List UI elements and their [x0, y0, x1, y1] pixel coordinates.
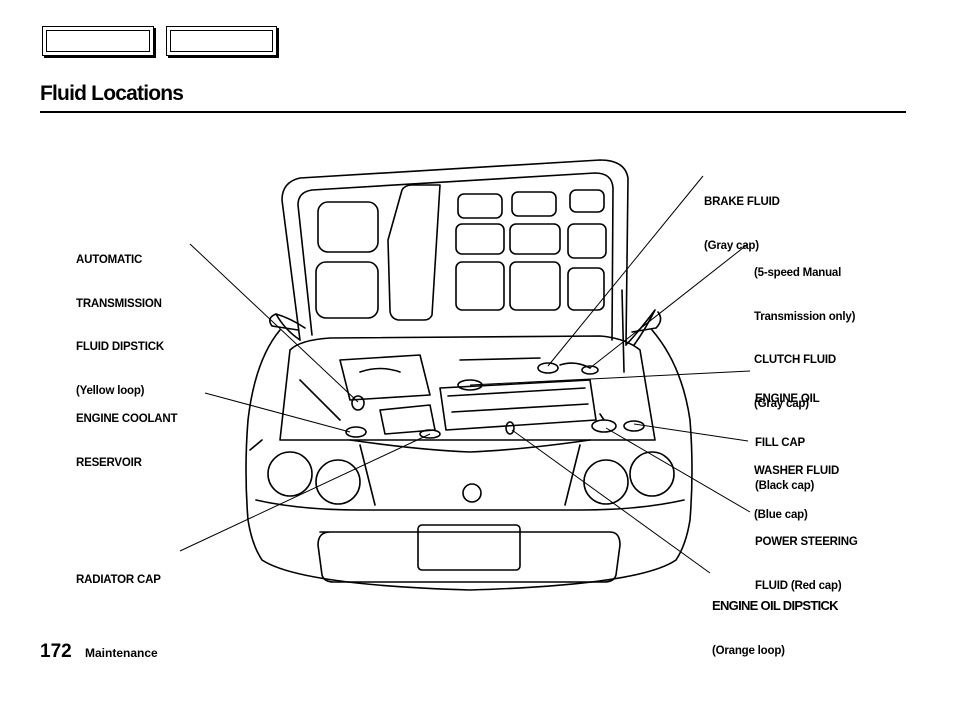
label-line: (Gray cap) [754, 397, 809, 410]
label-line: (Gray cap) [704, 239, 759, 252]
car-body-outline [245, 329, 693, 591]
label-automatic-transmission: AUTOMATIC TRANSMISSION FLUID DIPSTICK (Y… [76, 224, 164, 413]
label-power-steering: POWER STEERING FLUID (Red cap) [755, 506, 858, 608]
page-number: 172 [40, 641, 72, 662]
page-title: Fluid Locations [40, 82, 184, 105]
next-page-button[interactable] [166, 26, 277, 56]
leader-power-steering [605, 427, 751, 513]
leader-engine-coolant [204, 392, 351, 433]
label-line: FLUID (Red cap) [755, 579, 842, 592]
previous-page-button[interactable] [42, 26, 154, 56]
label-line: FILL CAP [755, 436, 805, 449]
label-brake-fluid: BRAKE FLUID (Gray cap) [704, 166, 780, 268]
label-engine-oil-fill: ENGINE OIL FILL CAP (Black cap) [755, 363, 820, 508]
label-line: ENGINE OIL [755, 393, 820, 405]
label-line: WASHER FLUID [754, 465, 840, 477]
label-line: ENGINE COOLANT [76, 413, 178, 425]
label-line: Transmission only) [754, 310, 856, 323]
label-line: TRANSMISSION [76, 297, 162, 310]
label-line: FLUID DIPSTICK [76, 341, 164, 353]
title-rule [40, 111, 906, 113]
label-line: RADIATOR CAP [76, 574, 161, 586]
label-line: ENGINE OIL DIPSTICK [712, 598, 839, 613]
label-line: (5-speed Manual [754, 267, 842, 279]
next-page-button-frame [170, 30, 273, 52]
leader-engine-oil-dipstick [511, 429, 711, 574]
leader-radiator-cap [179, 433, 431, 552]
label-line: (Black cap) [755, 480, 815, 492]
previous-page-button-frame [46, 30, 150, 52]
section-name: Maintenance [85, 646, 158, 660]
leader-engine-oil-fill [469, 370, 751, 386]
leader-washer-fluid [633, 423, 749, 442]
label-line: (Blue cap) [754, 508, 808, 521]
label-line: RESERVOIR [76, 456, 142, 469]
label-line: AUTOMATIC [76, 254, 143, 266]
leader-automatic-transmission [189, 243, 359, 403]
hood-outline [281, 159, 629, 346]
leader-clutch-fluid [589, 243, 749, 369]
label-line: CLUTCH FLUID [754, 354, 836, 366]
label-engine-coolant: ENGINE COOLANT RESERVOIR [76, 383, 178, 485]
label-line: POWER STEERING [755, 536, 858, 548]
label-washer-fluid: WASHER FLUID (Blue cap) [754, 435, 839, 537]
label-line: BRAKE FLUID [704, 196, 780, 208]
label-line: (Yellow loop) [76, 384, 145, 397]
label-line: (Orange loop) [712, 645, 785, 657]
label-clutch-fluid: (5-speed Manual Transmission only) CLUTC… [754, 237, 855, 426]
label-engine-oil-dipstick: ENGINE OIL DIPSTICK (Orange loop) [712, 568, 839, 673]
label-radiator-cap: RADIATOR CAP [76, 544, 161, 602]
leader-brake-fluid [547, 175, 704, 367]
